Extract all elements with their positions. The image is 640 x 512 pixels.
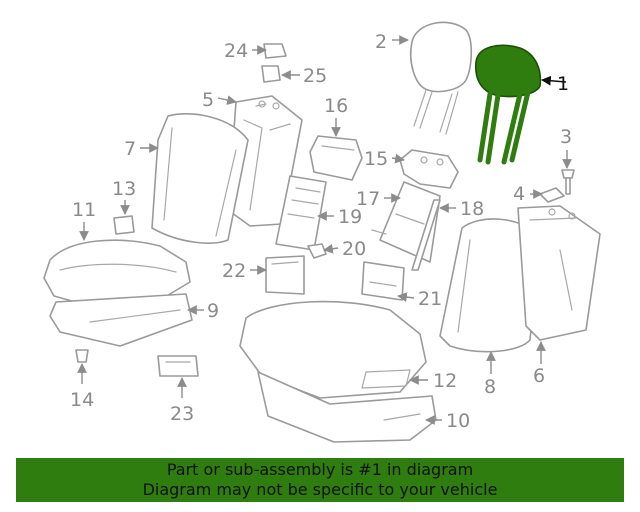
leader-lines [77,35,572,425]
part-14-pin [75,349,89,363]
info-banner: Part or sub-assembly is #1 in diagram Di… [16,458,624,502]
callout-24[interactable]: 24 [224,40,248,62]
callout-22[interactable]: 22 [222,260,246,282]
part-1-headrest-highlighted[interactable] [475,44,542,165]
callout-2[interactable]: 2 [375,31,387,53]
part-13-clip [113,215,135,235]
callout-11[interactable]: 11 [72,199,96,221]
callout-1[interactable]: 1 [557,73,569,95]
callout-12[interactable]: 12 [433,370,457,392]
callout-9[interactable]: 9 [207,300,219,322]
part-10-cushion-frame [257,371,437,443]
part-6-backrest-frame [517,205,601,341]
callout-21[interactable]: 21 [418,288,442,310]
part-9-cushion-frame [49,293,193,347]
part-22-bracket [265,255,305,295]
part-2-headrest [410,21,473,135]
part-20-clip [307,243,327,259]
part-8-backrest-cover [439,218,541,353]
callout-5[interactable]: 5 [202,89,214,111]
callout-7[interactable]: 7 [124,138,136,160]
callout-15[interactable]: 15 [364,148,388,170]
callout-10[interactable]: 10 [446,410,470,432]
part-25-clip [261,65,281,83]
part-15-upper-panel [399,149,459,189]
callout-18[interactable]: 18 [460,198,484,220]
banner-line-1: Part or sub-assembly is #1 in diagram [166,460,474,479]
part-24-clip [263,43,287,59]
callout-25[interactable]: 25 [303,65,327,87]
callout-19[interactable]: 19 [338,206,362,228]
callout-16[interactable]: 16 [324,95,348,117]
callout-3[interactable]: 3 [560,126,572,148]
part-23-block [157,355,199,377]
callout-17[interactable]: 17 [356,188,380,210]
part-4-clip [539,187,565,203]
part-21-emblem-panel [361,261,405,301]
banner-line-2: Diagram may not be specific to your vehi… [142,480,498,499]
callout-4[interactable]: 4 [513,183,525,205]
callout-14[interactable]: 14 [70,389,94,411]
callout-23[interactable]: 23 [170,403,194,425]
part-3-bolt [561,169,575,195]
part-16-pad [309,135,363,181]
part-7-backrest-cover [151,113,249,244]
callout-13[interactable]: 13 [112,178,136,200]
part-12-seat-cushion [239,300,427,399]
callout-20[interactable]: 20 [342,238,366,260]
callout-6[interactable]: 6 [533,365,545,387]
callout-8[interactable]: 8 [484,376,496,398]
parts-diagram: 1 2 3 4 5 6 7 8 9 10 11 12 13 14 15 16 1… [43,21,601,443]
part-11-cushion-cover [43,239,191,307]
part-18-strip [411,199,441,271]
